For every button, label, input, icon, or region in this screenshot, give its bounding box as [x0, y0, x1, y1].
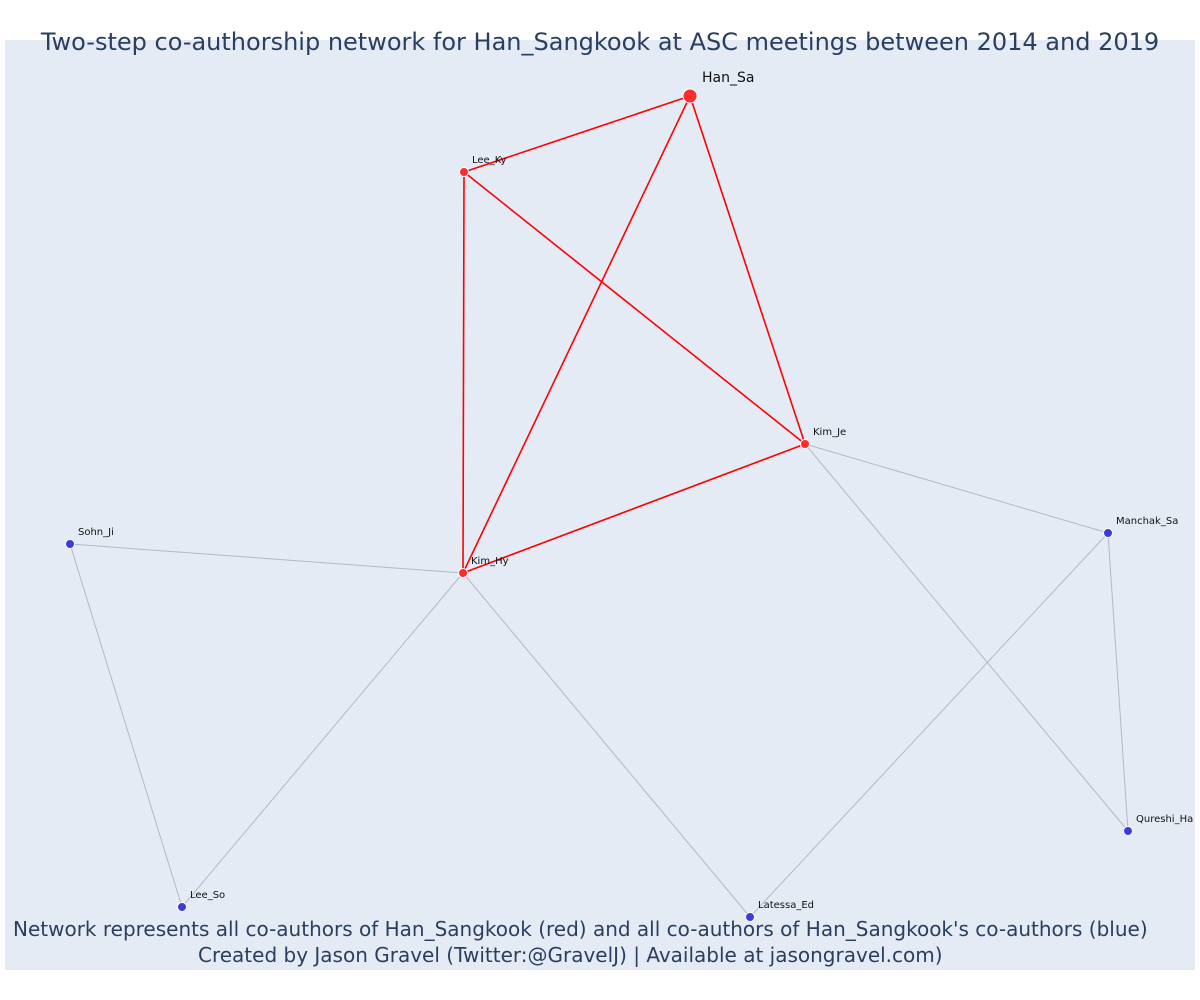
edge-Kim_Hy-Sohn_Ji: [69, 543, 464, 574]
edge-Lee_Ky-Kim_Hy: [462, 171, 465, 574]
edge-layer: [69, 95, 1129, 918]
node-label-Kim_Hy: Kim_Hy: [471, 556, 509, 567]
edge-Kim_Hy-Latessa_Ed: [462, 572, 751, 918]
edge-Kim_Hy-Lee_So: [181, 572, 464, 908]
node-Kim_Hy[interactable]: [458, 568, 468, 578]
footer-description: Network represents all co-authors of Han…: [13, 917, 1148, 941]
node-Sohn_Ji[interactable]: [65, 539, 75, 549]
node-Qureshi_Ha[interactable]: [1123, 826, 1133, 836]
node-layer: [65, 88, 1133, 922]
node-Lee_Ky[interactable]: [459, 167, 469, 177]
node-label-Sohn_Ji: Sohn_Ji: [78, 527, 114, 538]
node-Han_Sa[interactable]: [682, 88, 698, 104]
node-label-Han_Sa: Han_Sa: [702, 70, 754, 86]
chart-title: Two-step co-authorship network for Han_S…: [40, 28, 1160, 56]
node-label-Latessa_Ed: Latessa_Ed: [758, 900, 814, 911]
node-label-Kim_Je: Kim_Je: [813, 427, 846, 438]
node-Lee_So[interactable]: [177, 902, 187, 912]
edge-Lee_Ky-Kim_Je: [463, 171, 806, 445]
edge-Kim_Je-Manchak_Sa: [804, 443, 1109, 534]
node-label-Lee_So: Lee_So: [190, 890, 225, 901]
node-Latessa_Ed[interactable]: [745, 912, 755, 922]
edge-Han_Sa-Kim_Je: [689, 95, 806, 445]
plot-area: [5, 40, 1195, 970]
edge-Kim_Je-Kim_Hy: [462, 443, 806, 574]
node-Manchak_Sa[interactable]: [1103, 528, 1113, 538]
edge-Han_Sa-Lee_Ky: [463, 95, 691, 173]
edge-Han_Sa-Kim_Hy: [462, 95, 691, 574]
node-label-Lee_Ky: Lee_Ky: [472, 155, 507, 166]
edge-Kim_Je-Qureshi_Ha: [804, 443, 1129, 832]
edge-Manchak_Sa-Qureshi_Ha: [1107, 532, 1129, 832]
node-label-Manchak_Sa: Manchak_Sa: [1116, 516, 1178, 527]
node-label-Qureshi_Ha: Qureshi_Ha: [1136, 814, 1193, 825]
footer-credit: Created by Jason Gravel (Twitter:@Gravel…: [198, 943, 943, 967]
edge-Manchak_Sa-Latessa_Ed: [749, 532, 1109, 918]
edge-Sohn_Ji-Lee_So: [69, 543, 183, 908]
node-Kim_Je[interactable]: [800, 439, 810, 449]
